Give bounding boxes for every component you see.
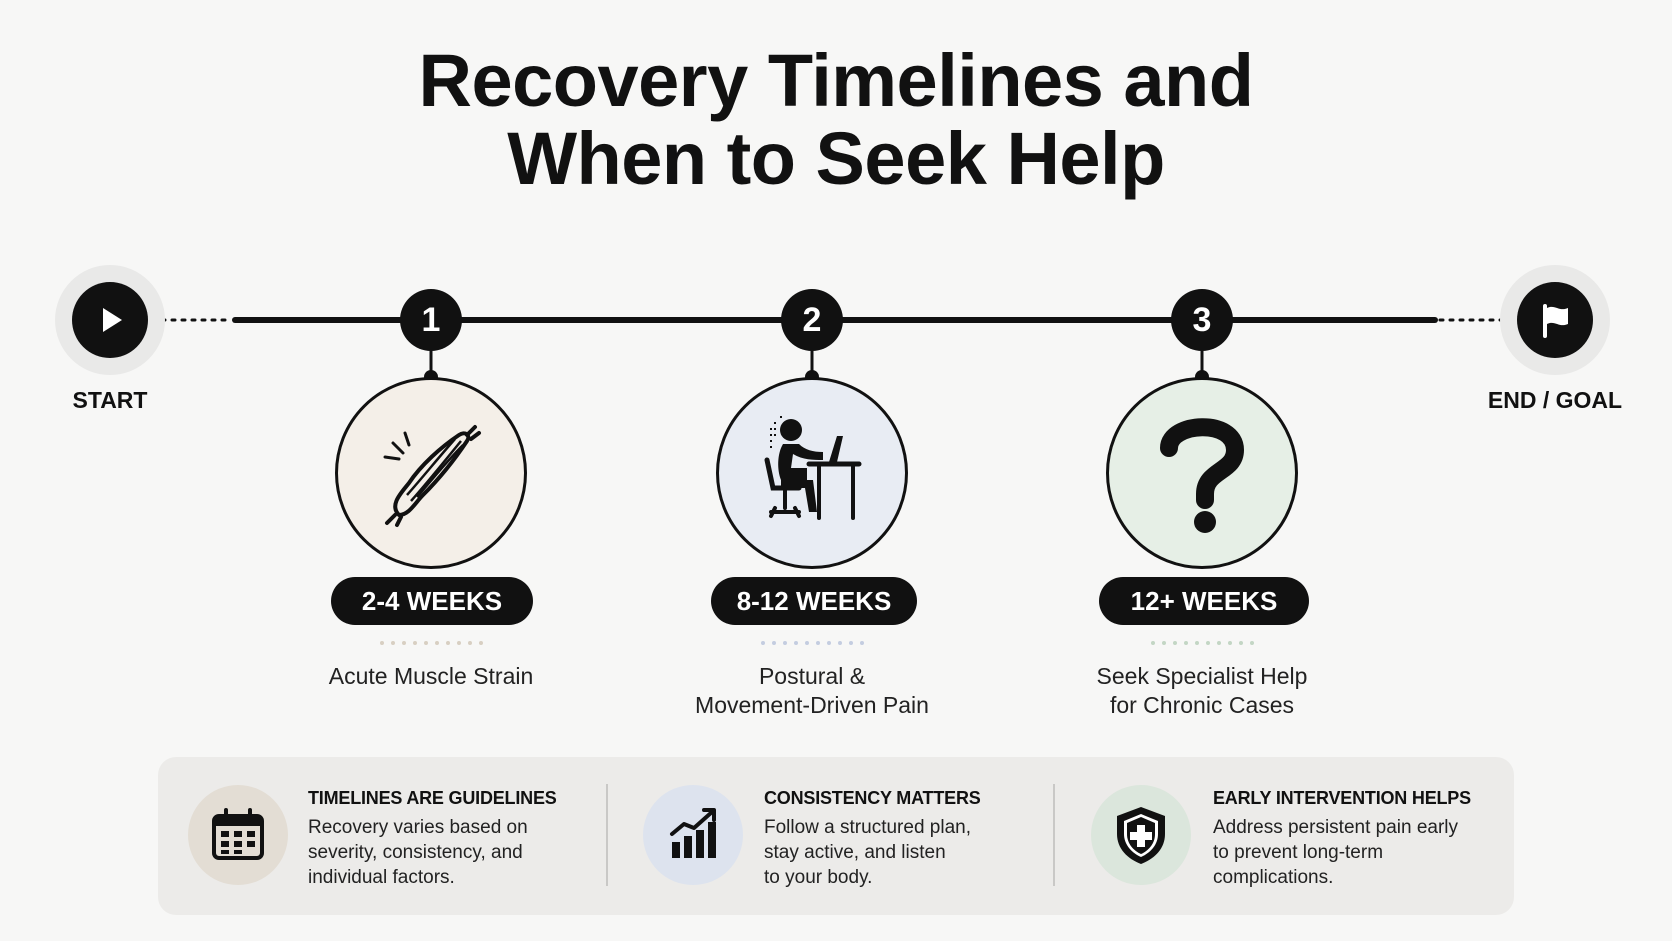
separator-dot [1161, 641, 1166, 645]
separator-dot [804, 641, 809, 645]
info-1-body-line-2: severity, consistency, and [308, 842, 523, 863]
step-1-label: Acute Muscle Strain [281, 662, 581, 691]
title-line-2: When to Seek Help [507, 117, 1165, 200]
step-2-label-line-1: Postural & [758, 663, 866, 689]
step-1-dots [371, 641, 491, 647]
step-3-number: 3 [1171, 289, 1233, 351]
step-3-label-line-1: Seek Specialist Help [1096, 663, 1308, 689]
info-1-icon-badge [188, 785, 288, 885]
separator-dot [1227, 641, 1232, 645]
info-1-title: TIMELINES ARE GUIDELINES [308, 788, 557, 808]
question-mark-icon [1160, 418, 1245, 533]
separator-dot [478, 641, 483, 645]
info-3-body-line-3: complications. [1213, 867, 1334, 888]
separator-dot [445, 641, 450, 645]
step-3-dots [1142, 641, 1262, 647]
step-2-circle [716, 377, 908, 569]
separator-dot [1249, 641, 1254, 645]
desk-posture-icon [764, 412, 862, 520]
step-3-label: Seek Specialist Help for Chronic Cases [1052, 662, 1352, 720]
info-2-title: CONSISTENCY MATTERS [764, 788, 981, 808]
separator-dot [456, 641, 461, 645]
muscle-strain-icon [383, 425, 481, 527]
info-2-body-line-2: stay active, and listen [764, 842, 946, 863]
separator-dot [793, 641, 798, 645]
info-2-body-line-1: Follow a structured plan, [764, 817, 971, 838]
step-3-label-line-2: for Chronic Cases [1109, 692, 1295, 718]
separator-dot [467, 641, 472, 645]
info-2-body: Follow a structured plan, stay active, a… [764, 815, 1024, 890]
separator-dot [782, 641, 787, 645]
separator-dot [412, 641, 417, 645]
page-title: Recovery Timelines and When to Seek Help [0, 42, 1672, 198]
separator-dot [837, 641, 842, 645]
info-2-icon-badge [643, 785, 743, 885]
info-3-body-line-1: Address persistent pain early [1213, 817, 1459, 838]
info-3-body: Address persistent pain early to prevent… [1213, 815, 1493, 890]
info-1-body-line-3: individual factors. [308, 867, 455, 888]
separator-dot [859, 641, 864, 645]
info-1-body: Recovery varies based on severity, consi… [308, 815, 568, 890]
separator-dot [848, 641, 853, 645]
start-marker [55, 265, 165, 375]
step-3-duration-pill: 12+ WEEKS [1099, 577, 1309, 625]
separator-dot [423, 641, 428, 645]
separator-dot [815, 641, 820, 645]
flag-icon [1543, 304, 1568, 338]
info-3-title: EARLY INTERVENTION HELPS [1213, 788, 1471, 808]
separator-dot [1205, 641, 1210, 645]
step-2-label: Postural & Movement-Driven Pain [662, 662, 962, 720]
step-2-number: 2 [781, 289, 843, 351]
step-1-label-line-1: Acute Muscle Strain [328, 663, 534, 689]
step-3-circle [1106, 377, 1298, 569]
step-2-duration-pill: 8-12 WEEKS [711, 577, 917, 625]
separator-dot [1172, 641, 1177, 645]
info-3-body-line-2: to prevent long-term [1213, 842, 1384, 863]
separator-dot [1194, 641, 1199, 645]
step-1-circle [335, 377, 527, 569]
growth-chart-icon [670, 808, 716, 858]
separator-dot [1150, 641, 1155, 645]
play-icon [103, 308, 122, 332]
end-marker [1500, 265, 1610, 375]
separator-dot [390, 641, 395, 645]
separator-dot [1183, 641, 1188, 645]
end-label: END / GOAL [1487, 387, 1623, 413]
separator-dot [401, 641, 406, 645]
panel-divider-1 [606, 784, 608, 886]
separator-dot [826, 641, 831, 645]
separator-dot [379, 641, 384, 645]
step-2-label-line-2: Movement-Driven Pain [695, 692, 929, 718]
separator-dot [1238, 641, 1243, 645]
info-panel [158, 757, 1514, 915]
calendar-icon [212, 808, 264, 860]
medical-shield-icon [1117, 807, 1165, 864]
panel-divider-2 [1053, 784, 1055, 886]
info-1-body-line-1: Recovery varies based on [308, 817, 528, 838]
info-3-icon-badge [1091, 785, 1191, 885]
start-label: START [72, 387, 148, 413]
separator-dot [771, 641, 776, 645]
step-1-number: 1 [400, 289, 462, 351]
title-line-1: Recovery Timelines and [418, 39, 1254, 122]
step-1-duration-pill: 2-4 WEEKS [331, 577, 533, 625]
separator-dot [434, 641, 439, 645]
info-2-body-line-3: to your body. [764, 867, 873, 888]
separator-dot [760, 641, 765, 645]
step-2-dots [752, 641, 872, 647]
separator-dot [1216, 641, 1221, 645]
